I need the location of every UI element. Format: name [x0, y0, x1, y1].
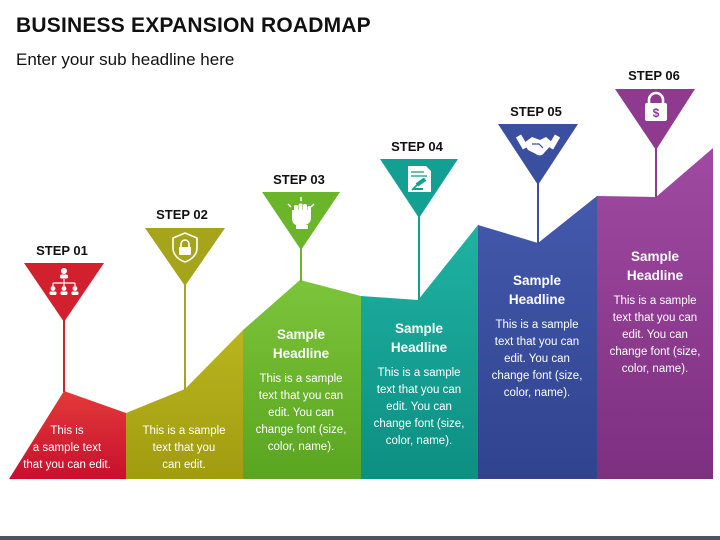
- step-02-body: This is a sample text that you can edit.: [142, 425, 226, 471]
- handshake-icon: [515, 134, 561, 156]
- step-04-text: Sample Headline This is a sample text th…: [363, 319, 475, 450]
- step-04-column: [361, 225, 478, 479]
- page-title: BUSINESS EXPANSION ROADMAP: [16, 14, 371, 37]
- step-06-label: STEP 06: [628, 68, 680, 83]
- connector-lines: [63, 146, 657, 392]
- step-03-body: This is a sample text that you can edit.…: [255, 373, 347, 453]
- step-columns: [9, 148, 713, 479]
- step-02-column: [126, 330, 243, 479]
- step-03-headline: Sample Headline: [272, 327, 330, 361]
- org-chart-icon: [49, 268, 79, 295]
- step-01-body: This is a sample text that you can edit.: [23, 425, 111, 471]
- step-06-text: Sample Headline This is a sample text th…: [599, 247, 711, 378]
- step-06-body: This is a sample text that you can edit.…: [609, 295, 701, 375]
- step-05-column: [478, 196, 597, 479]
- step-02-marker: [145, 228, 225, 286]
- step-05-label: STEP 05: [510, 104, 562, 119]
- svg-text:$: $: [653, 106, 660, 120]
- step-06-column: [597, 148, 713, 479]
- padlock-dollar-icon: $: [645, 91, 667, 121]
- step-04-headline: Sample Headline: [390, 321, 448, 355]
- document-gavel-icon: [408, 166, 431, 192]
- raised-fist-icon: [287, 197, 315, 229]
- step-01-column: [9, 391, 126, 479]
- step-04-label: STEP 04: [391, 139, 443, 154]
- page-subtitle: Enter your sub headline here: [16, 50, 235, 69]
- bottom-bar: [0, 536, 720, 540]
- step-05-headline: Sample Headline: [508, 273, 566, 307]
- step-05-text: Sample Headline This is a sample text th…: [481, 271, 593, 402]
- step-03-label: STEP 03: [273, 172, 325, 187]
- shield-lock-icon: [172, 232, 198, 263]
- step-02-label: STEP 02: [156, 207, 208, 222]
- step-01-label: STEP 01: [36, 243, 88, 258]
- step-05-body: This is a sample text that you can edit.…: [491, 319, 583, 399]
- step-03-column: [243, 280, 361, 479]
- step-04-body: This is a sample text that you can edit.…: [373, 367, 465, 447]
- step-02-text: This is a sample text that you can edit.: [128, 423, 240, 474]
- step-01-text: This is a sample text that you can edit.: [10, 423, 124, 474]
- step-06-headline: Sample Headline: [626, 249, 684, 283]
- step-03-text: Sample Headline This is a sample text th…: [245, 325, 357, 456]
